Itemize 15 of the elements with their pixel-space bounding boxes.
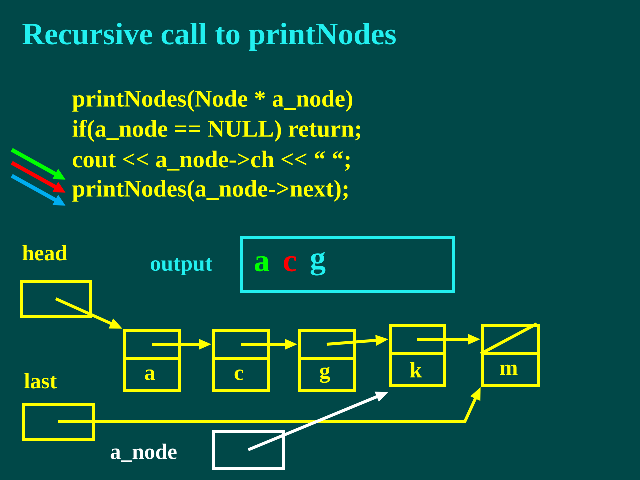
variable-name: a_node	[110, 444, 177, 462]
code-line: printNodes(a_node->next);	[72, 180, 348, 202]
list-node: c	[212, 329, 270, 392]
list-node: a	[123, 329, 181, 392]
variable-name: last	[24, 373, 58, 389]
output-box: a c g	[240, 236, 455, 293]
slide-title: Recursive call to printNodes	[22, 22, 396, 52]
variable-name: head	[22, 245, 68, 261]
list-node: g	[298, 329, 356, 392]
code-line: cout << a_node->ch << “ “;	[73, 150, 350, 172]
output-label: output	[151, 258, 212, 276]
code-line: if(a_node == NULL) return;	[72, 120, 360, 142]
list-node: k	[389, 324, 446, 387]
code-line: printNodes(Node * a_node)	[72, 90, 352, 112]
list-node: m	[480, 322, 540, 387]
